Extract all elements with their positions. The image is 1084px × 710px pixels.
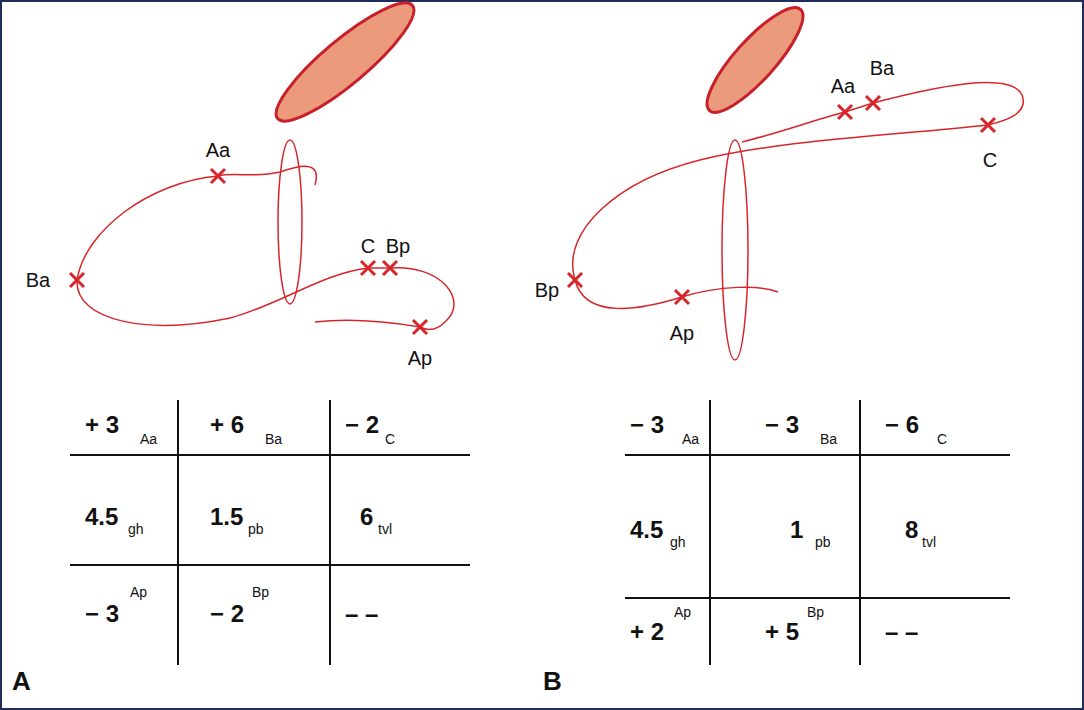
point-label: Ap	[670, 323, 694, 343]
grid-line	[70, 564, 470, 566]
cell-subscript: tvl	[922, 535, 936, 549]
grid-lines	[70, 400, 470, 665]
panel-letter: A	[12, 668, 31, 694]
vaginal-outline	[573, 83, 1024, 309]
cell-value: − 3	[630, 413, 664, 437]
x-mark	[70, 273, 84, 287]
cell-value: – –	[345, 602, 378, 626]
panel-letter: B	[543, 668, 562, 694]
grid-line	[177, 400, 179, 665]
grid-line	[625, 454, 1010, 456]
cell-value: 4.5	[630, 518, 663, 542]
grid-line	[709, 400, 711, 665]
x-mark	[413, 320, 427, 334]
point-label: Aa	[206, 140, 230, 160]
grid-line	[329, 400, 331, 665]
cell-subscript: C	[385, 432, 395, 446]
panel-a-figure	[70, 0, 470, 665]
cell-value: 6	[360, 505, 373, 529]
hymen-ring	[722, 140, 748, 360]
point-label: Ba	[870, 58, 894, 78]
cell-value: – –	[885, 620, 918, 644]
cell-value: 8	[905, 518, 918, 542]
x-mark	[866, 96, 880, 110]
cell-superscript: Ap	[674, 605, 691, 619]
point-marks	[70, 169, 427, 334]
cell-subscript: pb	[248, 522, 264, 536]
cell-superscript: Ap	[130, 585, 147, 599]
x-mark	[361, 261, 375, 275]
x-mark	[981, 118, 995, 132]
point-label: C	[983, 150, 997, 170]
cell-value: − 3	[85, 602, 119, 626]
point-label: Ap	[408, 348, 432, 368]
cell-subscript: C	[937, 432, 947, 446]
cell-subscript: gh	[128, 522, 144, 536]
hymen-ring	[278, 140, 302, 304]
point-label: Aa	[831, 76, 855, 96]
vaginal-outline	[77, 166, 454, 329]
x-mark	[568, 273, 582, 287]
x-mark	[383, 261, 397, 275]
point-label: Ba	[26, 270, 50, 290]
point-marks	[568, 96, 995, 304]
point-label: Bp	[535, 280, 559, 300]
pubic-bone	[695, 0, 816, 124]
cell-value: 1	[790, 518, 803, 542]
cell-subscript: Aa	[140, 432, 157, 446]
cell-subscript: tvl	[378, 522, 392, 536]
cell-superscript: Bp	[807, 605, 824, 619]
cell-subscript: Ba	[820, 432, 837, 446]
grid-line	[859, 400, 861, 665]
cell-value: + 6	[210, 413, 244, 437]
cell-value: + 5	[765, 620, 799, 644]
panel-b-figure	[568, 0, 1023, 665]
cell-value: + 3	[85, 413, 119, 437]
cell-value: − 2	[345, 413, 379, 437]
pubic-bone	[263, 0, 426, 135]
grid-line	[625, 597, 1010, 599]
grid-line	[70, 454, 470, 456]
cell-superscript: Bp	[252, 585, 269, 599]
x-mark	[675, 290, 689, 304]
x-mark	[211, 169, 225, 183]
cell-value: + 2	[630, 620, 664, 644]
point-label: C	[361, 236, 375, 256]
cell-subscript: Aa	[682, 432, 699, 446]
cell-value: 4.5	[85, 505, 118, 529]
cell-subscript: pb	[815, 535, 831, 549]
cell-value: − 2	[210, 602, 244, 626]
cell-value: − 6	[885, 413, 919, 437]
x-mark	[838, 105, 852, 119]
cell-value: 1.5	[210, 505, 243, 529]
cell-value: − 3	[765, 413, 799, 437]
grid-lines	[625, 400, 1010, 665]
cell-subscript: gh	[670, 535, 686, 549]
cell-subscript: Ba	[265, 432, 282, 446]
point-label: Bp	[386, 236, 410, 256]
